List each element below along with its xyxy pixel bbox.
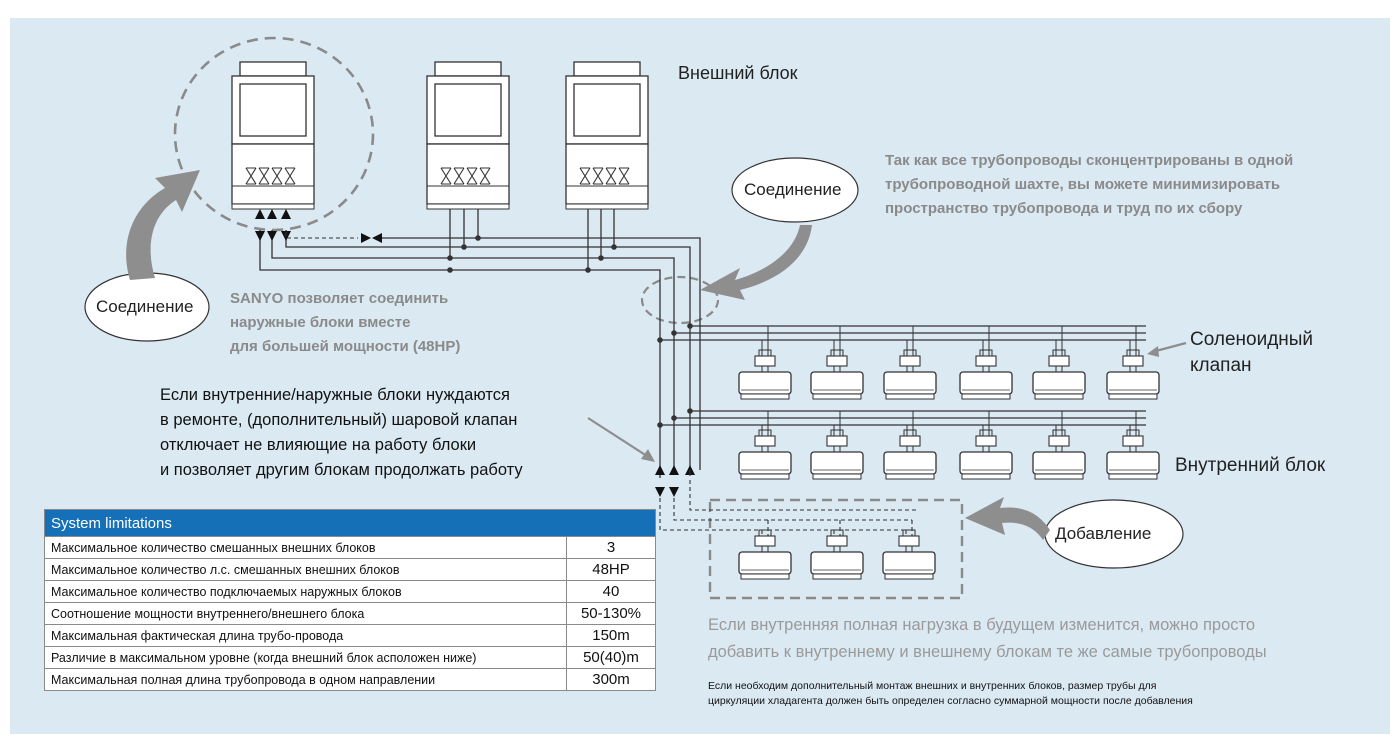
note-future: Если внутренняя полная нагрузка в будуще… bbox=[708, 612, 1267, 666]
table-row: Максимальное количество подключаемых нар… bbox=[44, 580, 656, 603]
addition-zone bbox=[708, 498, 964, 600]
row-label: Максимальная фактическая длина трубо-про… bbox=[44, 624, 567, 647]
label-solenoid-2: клапан bbox=[1190, 355, 1252, 376]
note-repair-line: и позволяет другим блокам продолжать раб… bbox=[160, 461, 523, 479]
table-row: Различие в максимальном уровне (когда вн… bbox=[44, 646, 656, 669]
system-limitations-table: System limitations Максимальное количест… bbox=[44, 509, 656, 691]
main-pipes bbox=[259, 209, 1146, 478]
outdoor-unit-3 bbox=[565, 61, 649, 210]
table-row: Соотношение мощности внутреннего/внешнег… bbox=[44, 602, 656, 625]
addition-units bbox=[738, 529, 936, 580]
label-outdoor-unit: Внешний блок bbox=[678, 63, 798, 83]
note-shaft-line: Так как все трубопроводы сконцентрирован… bbox=[885, 152, 1294, 169]
note-future-line: добавить к внутреннему и внешнему блокам… bbox=[708, 643, 1267, 661]
row-label: Максимальная полная длина трубопровода в… bbox=[44, 668, 567, 691]
row-label: Максимальное количество л.с. смешанных в… bbox=[44, 558, 567, 581]
table-title: System limitations bbox=[44, 509, 656, 537]
row-value: 50(40)m bbox=[566, 646, 656, 669]
note-shaft-line: пространство трубопровода и труд по их с… bbox=[885, 200, 1243, 217]
row-label: Максимальное количество смешанных внешни… bbox=[44, 536, 567, 559]
table-row: Максимальное количество смешанных внешни… bbox=[44, 536, 656, 559]
note-repair: Если внутренние/наружные блоки нуждаются… bbox=[160, 383, 523, 483]
note-repair-line: в ремонте, (дополнительный) шаровой клап… bbox=[160, 411, 518, 429]
ball-valves-outdoor bbox=[255, 209, 382, 243]
addition-pipes bbox=[659, 480, 918, 536]
note-pipe-size: Если необходим дополнительный монтаж вне… bbox=[708, 679, 1193, 709]
label-solenoid-1: Соленоидный bbox=[1190, 329, 1314, 350]
row-value: 150m bbox=[566, 624, 656, 647]
row-value: 50-130% bbox=[566, 602, 656, 625]
row-label: Различие в максимальном уровне (когда вн… bbox=[44, 646, 567, 669]
note-shaft: Так как все трубопроводы сконцентрирован… bbox=[885, 149, 1385, 221]
note-sanyo-line: для большей мощности (48HP) bbox=[230, 338, 461, 355]
table-header-row: System limitations bbox=[44, 509, 656, 537]
row-label: Максимальное количество подключаемых нар… bbox=[44, 580, 567, 603]
row-value: 300m bbox=[566, 668, 656, 691]
note-sanyo: SANYO позволяет соединить наружные блоки… bbox=[230, 287, 460, 359]
pointer-arrows bbox=[587, 341, 1187, 459]
label-connection-left: Соединение bbox=[96, 297, 194, 316]
label-addition: Добавление bbox=[1055, 524, 1152, 543]
outdoor-unit-2 bbox=[426, 61, 510, 210]
row-value: 48HP bbox=[566, 558, 656, 581]
note-repair-line: отключает не влияющие на работу блоки bbox=[160, 436, 477, 454]
outdoor-unit-1 bbox=[231, 61, 315, 210]
row-label: Соотношение мощности внутреннего/внешнег… bbox=[44, 602, 567, 625]
indoor-row-1 bbox=[738, 326, 1160, 400]
table-row: Максимальное количество л.с. смешанных в… bbox=[44, 558, 656, 581]
dashed-link-valves bbox=[285, 232, 358, 239]
note-pipe-size-line: циркуляции хладагента должен быть опреде… bbox=[708, 695, 1193, 707]
note-repair-line: Если внутренние/наружные блоки нуждаются bbox=[160, 386, 510, 404]
row-value: 3 bbox=[566, 536, 656, 559]
highlight-circle-junction bbox=[640, 275, 720, 325]
note-shaft-line: трубопроводной шахте, вы можете минимизи… bbox=[885, 176, 1281, 193]
row-value: 40 bbox=[566, 580, 656, 603]
note-future-line: Если внутренняя полная нагрузка в будуще… bbox=[708, 616, 1256, 634]
note-pipe-size-line: Если необходим дополнительный монтаж вне… bbox=[708, 680, 1157, 692]
note-sanyo-line: SANYO позволяет соединить bbox=[230, 290, 449, 307]
ball-valves-indoor bbox=[655, 465, 695, 497]
bubble-connection-top bbox=[731, 157, 859, 223]
highlight-circle-outdoor bbox=[173, 36, 375, 232]
curved-arrows bbox=[126, 170, 1050, 540]
note-sanyo-line: наружные блоки вместе bbox=[230, 314, 411, 331]
pipe-joints bbox=[447, 235, 693, 428]
table-row: Максимальная фактическая длина трубо-про… bbox=[44, 624, 656, 647]
label-connection-top: Соединение bbox=[744, 180, 842, 199]
table-row: Максимальная полная длина трубопровода в… bbox=[44, 668, 656, 691]
label-indoor-unit: Внутренний блок bbox=[1175, 455, 1326, 476]
indoor-row-2 bbox=[738, 411, 1160, 480]
